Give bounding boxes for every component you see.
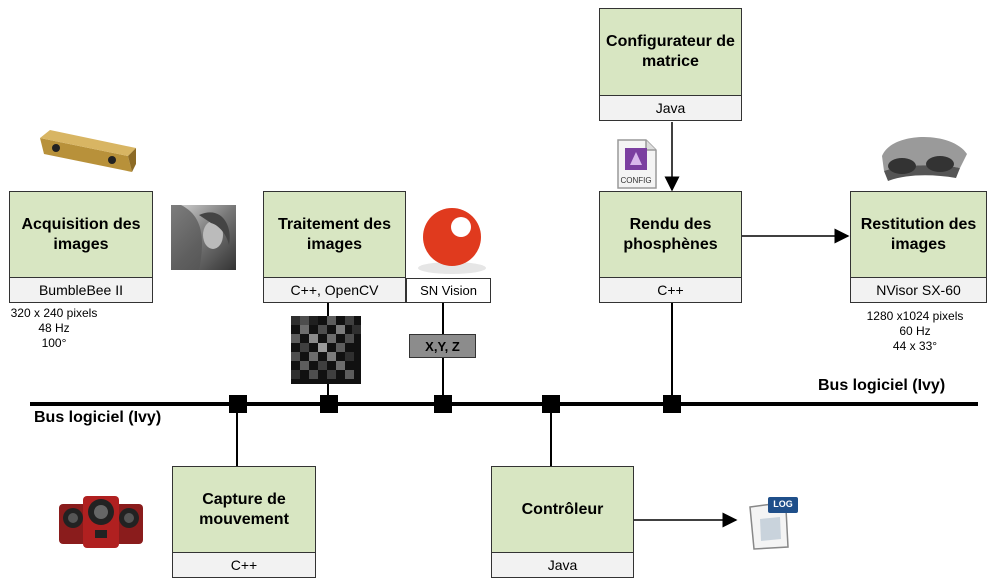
bus-label-left: Bus logiciel (Ivy) (34, 409, 162, 426)
module-title: Acquisition des images (10, 192, 152, 278)
restitution-specs: 1280 x1024 pixels 60 Hz 44 x 33° (866, 309, 964, 353)
bus-node (663, 395, 681, 413)
bus-node (542, 395, 560, 413)
module-title: Rendu des phosphènes (600, 192, 741, 278)
module-tech: BumbleBee II (10, 278, 152, 302)
pixelated-image (291, 316, 361, 384)
module-controleur[interactable]: Contrôleur Java (491, 466, 634, 578)
module-title: Traitement des images (264, 192, 405, 278)
module-tech: C++, OpenCV (264, 278, 405, 302)
module-title: Restitution des images (851, 192, 986, 278)
log-file-icon: LOG (746, 495, 802, 551)
module-restitution[interactable]: Restitution des images NVisor SX-60 (850, 191, 987, 303)
module-traitement[interactable]: Traitement des images C++, OpenCV (263, 191, 406, 303)
stereo-camera-icon (40, 130, 136, 172)
grayscale-photo (171, 205, 236, 270)
module-tech: C++ (173, 553, 315, 577)
bus-node (320, 395, 338, 413)
module-capture[interactable]: Capture de mouvement C++ (172, 466, 316, 578)
xyz-label: X,Y, Z (409, 334, 476, 358)
module-title: Configurateur de matrice (600, 9, 741, 96)
module-tech: Java (600, 96, 741, 120)
vr-headset-icon (882, 136, 967, 181)
module-configurateur[interactable]: Configurateur de matrice Java (599, 8, 742, 121)
sn-vision-label: SN Vision (406, 278, 491, 303)
acquisition-specs: 320 x 240 pixels 48 Hz 100° (10, 306, 98, 350)
config-icon-label: CONFIG (620, 176, 652, 185)
module-tech: NVisor SX-60 (851, 278, 986, 302)
module-title: Contrôleur (492, 467, 633, 553)
module-rendu[interactable]: Rendu des phosphènes C++ (599, 191, 742, 303)
module-tech: Java (492, 553, 633, 577)
config-file-icon: CONFIG (616, 138, 660, 190)
log-icon-label: LOG (773, 499, 793, 509)
module-tech: C++ (600, 278, 741, 302)
motion-capture-cameras-icon (59, 496, 143, 548)
bus-node (434, 395, 452, 413)
bus-node (229, 395, 247, 413)
sn-vision-logo (418, 208, 486, 274)
module-acquisition[interactable]: Acquisition des images BumbleBee II (9, 191, 153, 303)
module-title: Capture de mouvement (173, 467, 315, 553)
bus-label-right: Bus logiciel (Ivy) (818, 377, 946, 394)
